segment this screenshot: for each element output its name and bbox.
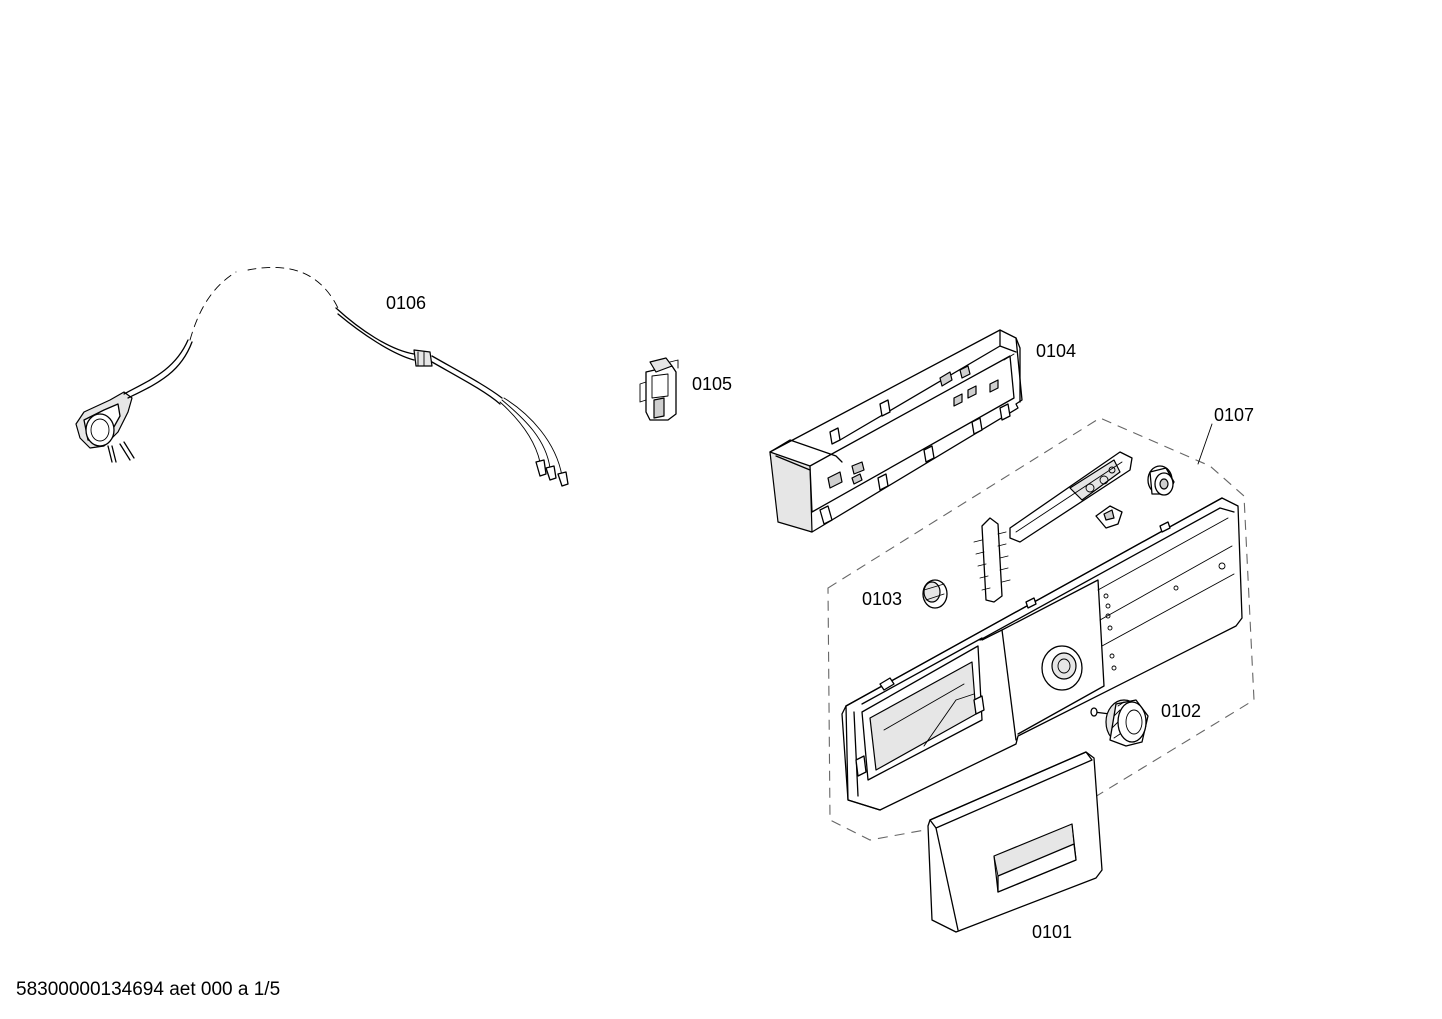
part-0101-detergent-drawer-handle[interactable] xyxy=(927,751,1103,933)
part-0105-connector-clip[interactable] xyxy=(639,357,679,421)
part-0102-program-knob[interactable] xyxy=(1090,699,1149,747)
part-label-0103: 0103 xyxy=(862,589,902,609)
part-0107-fascia-assembly-group[interactable] xyxy=(827,417,1255,841)
drawing-reference-number: 58300000134694 aet 000 a 1/5 xyxy=(16,979,281,1000)
part-label-0102: 0102 xyxy=(1161,701,1201,721)
part-label-0104: 0104 xyxy=(1036,341,1076,361)
part-label-0101: 0101 xyxy=(1032,922,1072,942)
part-label-0106: 0106 xyxy=(386,293,426,313)
part-small-bushing[interactable] xyxy=(1147,465,1175,496)
part-led-light-guide[interactable] xyxy=(1009,451,1133,543)
part-control-fascia-panel[interactable] xyxy=(841,497,1243,811)
part-0106-power-cord[interactable] xyxy=(75,267,569,487)
part-small-clip[interactable] xyxy=(1095,505,1123,529)
part-key-comb-strip[interactable] xyxy=(973,517,1011,603)
part-0104-control-module-housing[interactable] xyxy=(769,329,1023,533)
part-label-0105: 0105 xyxy=(692,374,732,394)
part-0103-push-button[interactable] xyxy=(922,579,948,609)
part-label-0107: 0107 xyxy=(1214,405,1254,425)
